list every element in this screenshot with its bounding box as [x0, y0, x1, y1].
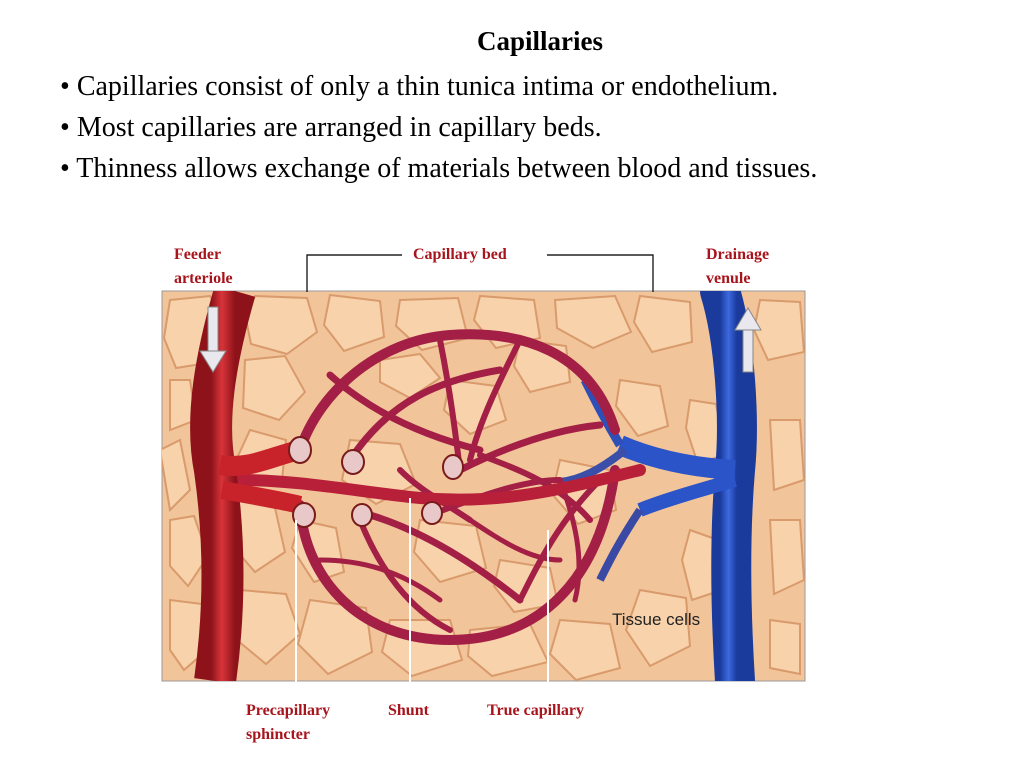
up-arrow-icon	[734, 307, 762, 373]
capillary-bed-bracket	[306, 254, 654, 292]
bullet-list: Capillaries consist of only a thin tunic…	[60, 66, 817, 189]
shunt-vessel	[234, 464, 646, 506]
capillary-bed-label: Capillary bed	[413, 246, 507, 263]
precapillary-sphincter-label-line2: sphincter	[246, 726, 310, 743]
precapillary-sphincters	[288, 436, 464, 528]
bullet-item: Thinness allows exchange of materials be…	[60, 148, 817, 189]
drainage-venule-label-line2: venule	[706, 270, 750, 287]
precapillary-sphincter-label-line1: Precapillary	[246, 702, 330, 719]
drainage-venule-label-line1: Drainage	[706, 246, 769, 263]
slide-title: Capillaries	[477, 26, 603, 56]
capillary-network	[295, 329, 620, 646]
bullet-item: Capillaries consist of only a thin tunic…	[60, 66, 817, 107]
bullet-item: Most capillaries are arranged in capilla…	[60, 107, 817, 148]
label-leader-lines	[295, 498, 549, 697]
feeder-arteriole-label-line2: arteriole	[174, 270, 233, 287]
feeder-arteriole-label-line1: Feeder	[174, 246, 221, 263]
down-arrow-icon	[199, 306, 227, 373]
shunt-label: Shunt	[388, 702, 430, 719]
tissue-cells-label: Tissue cells	[612, 610, 700, 629]
true-capillary-label: True capillary	[487, 702, 584, 719]
